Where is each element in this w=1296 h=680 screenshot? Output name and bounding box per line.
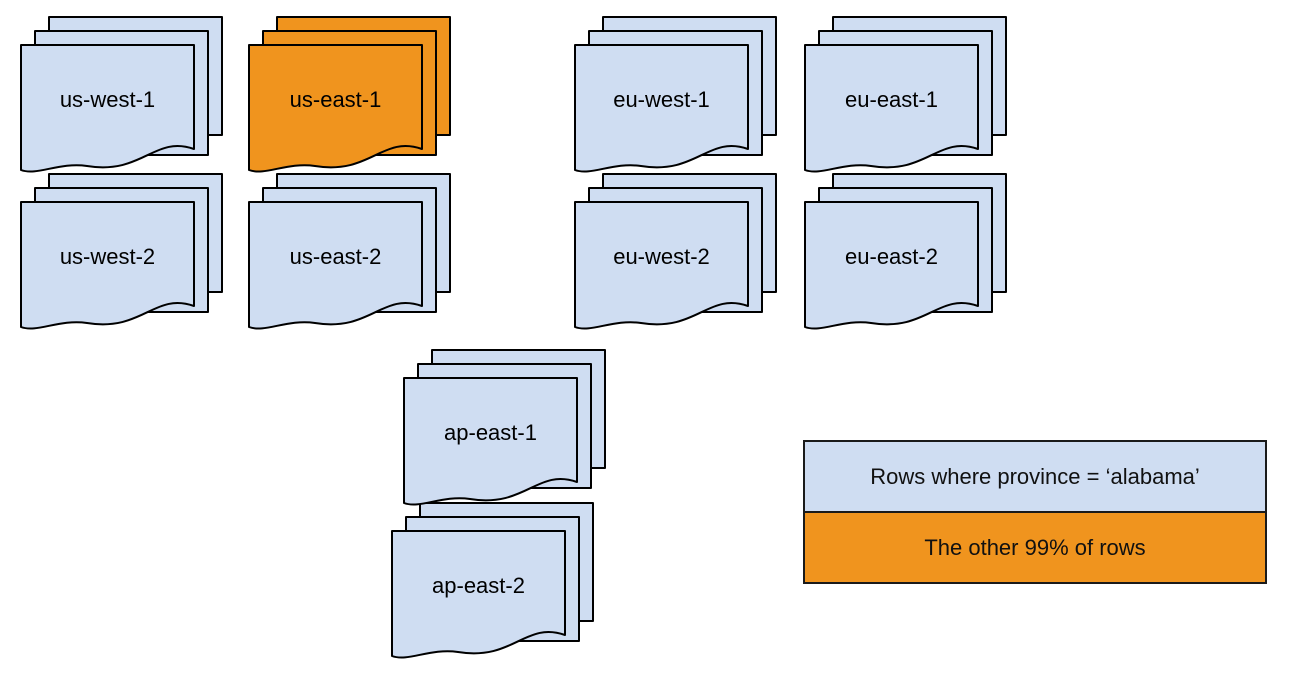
- doc-stack-eu-west-1: eu-west-1: [573, 15, 778, 177]
- document-stack-icon: [391, 502, 594, 659]
- doc-stack-us-east-1: us-east-1: [247, 15, 452, 177]
- legend-item-other-rows: The other 99% of rows: [805, 513, 1265, 582]
- doc-stack-ap-east-2: ap-east-2: [390, 501, 595, 663]
- document-stack-icon: [804, 16, 1007, 173]
- document-stack-icon: [804, 173, 1007, 330]
- document-stack-icon: [20, 173, 223, 330]
- document-stack-icon: [248, 16, 451, 173]
- document-stack-icon: [20, 16, 223, 173]
- legend-item-alabama-rows: Rows where province = ‘alabama’: [805, 442, 1265, 513]
- document-stack-icon: [574, 16, 777, 173]
- doc-stack-us-west-2: us-west-2: [19, 172, 224, 334]
- doc-stack-us-west-1: us-west-1: [19, 15, 224, 177]
- doc-stack-eu-west-2: eu-west-2: [573, 172, 778, 334]
- doc-stack-us-east-2: us-east-2: [247, 172, 452, 334]
- doc-stack-ap-east-1: ap-east-1: [402, 348, 607, 510]
- document-stack-icon: [248, 173, 451, 330]
- document-stack-icon: [574, 173, 777, 330]
- legend: Rows where province = ‘alabama’ The othe…: [803, 440, 1267, 584]
- doc-stack-eu-east-2: eu-east-2: [803, 172, 1008, 334]
- document-stack-icon: [403, 349, 606, 506]
- doc-stack-eu-east-1: eu-east-1: [803, 15, 1008, 177]
